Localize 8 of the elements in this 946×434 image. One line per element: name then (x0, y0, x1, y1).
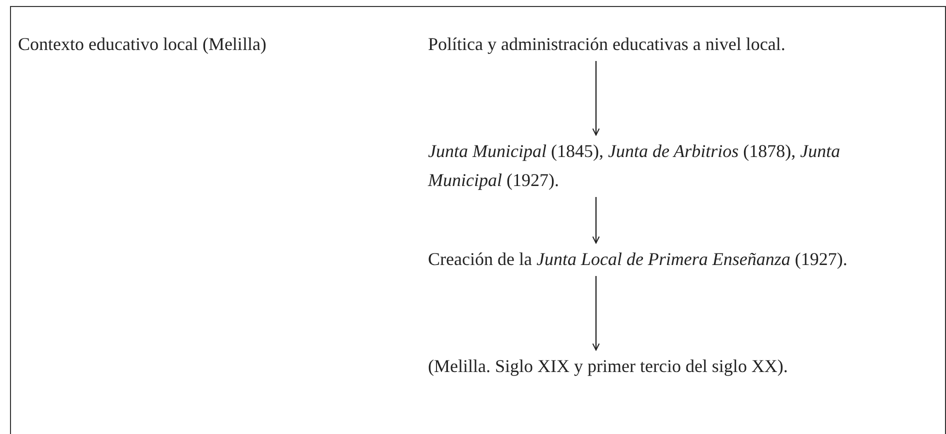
flow-step-text: Junta Municipal (1845), Junta de Arbitrios (1878), Junta Municipal (1927). (428, 137, 888, 195)
flow-step-text: (Melilla. Siglo XIX y primer tercio del siglo XX). (428, 352, 888, 381)
arrow (592, 276, 600, 351)
row-heading: Contexto educativo local (Melilla) (18, 33, 266, 56)
flow-step-text: Política y administración educativas a nivel local. (428, 30, 888, 59)
arrow (592, 197, 600, 244)
flow-step-text: Creación de la Junta Local de Primera Enseñanza (1927). (428, 245, 888, 274)
arrow (592, 61, 600, 136)
